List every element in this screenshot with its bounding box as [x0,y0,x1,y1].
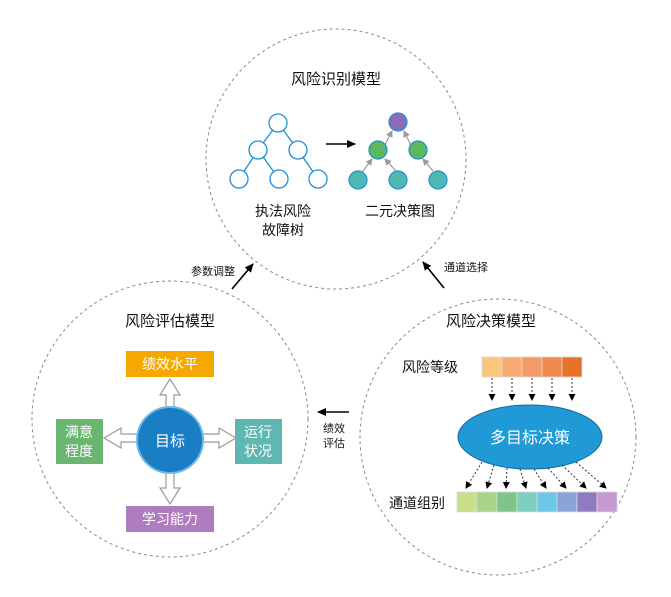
risk-level-label: 风险等级 [402,359,458,376]
risk-level-swatch [521,356,543,378]
level-to-decision-arrows [488,378,576,401]
channel-group-swatch [516,491,538,513]
channel-select-arrow [422,261,445,289]
target-circle [136,406,204,474]
bdd-leaf-node [388,170,408,190]
channel-group-swatch [456,491,478,513]
fault-tree [229,113,328,189]
channel-group-bar [456,491,618,513]
target-label: 目标 [155,432,185,450]
identification-title: 风险识别模型 [291,70,381,88]
fault-tree-node [288,140,308,160]
risk-level-swatch [541,356,563,378]
fault-tree-node [268,113,288,133]
channel-group-label: 通道组别 [389,496,445,512]
assessment-circle [31,280,309,558]
fault-tree-node [308,169,328,189]
channel-group-swatch [596,491,618,513]
perf-eval-label-line2: 评估 [323,437,345,450]
channel-group-swatch [576,491,598,513]
operation-status-label-line1: 运行 [244,425,272,441]
channel-group-swatch [496,491,518,513]
identification-circle [205,28,467,290]
fault-tree-node [248,140,268,160]
satisfaction-box [56,419,103,464]
fault-tree-node [269,169,289,189]
fault-tree-label-line2: 故障树 [262,223,304,239]
learning-ability-label: 学习能力 [142,512,198,528]
satisfaction-label-line1: 满意 [65,424,93,441]
channel-group-swatch [556,491,578,513]
decision-title: 风险决策模型 [446,312,536,330]
risk-level-swatch [561,356,583,378]
fault-tree-label-line1: 执法风险 [255,204,311,220]
multi-objective-decision-label: 多目标决策 [490,428,570,447]
bdd-leaf-node [428,170,448,190]
channel-select-label: 通道选择 [444,260,488,274]
perf-eval-label-line1: 绩效 [323,421,345,435]
performance-level-label: 绩效水平 [142,357,198,373]
bdd-mid-node [368,140,388,160]
risk-level-bar [481,356,583,378]
risk-level-swatch [501,356,523,378]
param-adjust-label: 参数调整 [191,264,235,278]
fault-tree-node [229,169,249,189]
risk-level-swatch [481,356,503,378]
learning-ability-box [126,506,214,532]
performance-level-box [126,351,214,377]
decision-circle [359,298,637,576]
channel-group-swatch [476,491,498,513]
satisfaction-label-line2: 程度 [65,444,93,460]
operation-status-box [235,419,282,464]
bdd-leaf-node [348,170,368,190]
bdd-label: 二元决策图 [365,203,435,220]
param-adjust-arrow [231,263,254,290]
decision-to-group-arrows [465,461,607,489]
operation-status-label-line2: 状况 [244,444,272,460]
binary-decision-diagram [348,112,448,190]
assessment-title: 风险评估模型 [125,312,215,330]
multi-objective-decision-ellipse [457,404,603,470]
bdd-root-node [388,112,408,132]
channel-group-swatch [536,491,558,513]
bdd-mid-node [408,140,428,160]
